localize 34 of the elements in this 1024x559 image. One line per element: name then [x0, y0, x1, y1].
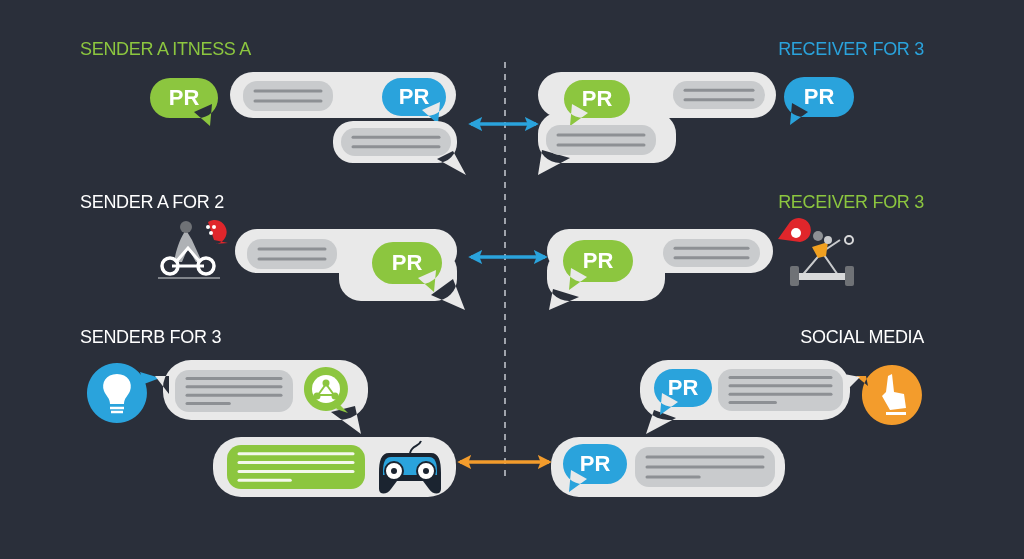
message-bubble [640, 360, 860, 434]
message-bubble [235, 229, 467, 311]
speech-bubble [372, 242, 442, 292]
speech-bubble [654, 369, 712, 415]
bubble-label: PR [578, 450, 612, 478]
message-bubble [155, 360, 369, 434]
section-heading: SOCIAL MEDIA [800, 328, 924, 346]
bubble-label: PR [802, 83, 836, 111]
message-bubble [230, 72, 456, 120]
bubble-label: PR [390, 249, 424, 277]
speech-bubble [563, 240, 633, 290]
speech-bubble [564, 80, 630, 126]
section-heading: SENDER A FOR 2 [80, 193, 224, 211]
speech-bubble [784, 77, 854, 125]
section-heading: RECEIVER FOR 3 [778, 40, 924, 58]
double-arrow [468, 117, 539, 131]
double-arrow [468, 250, 548, 264]
bubble-label: PR [666, 374, 700, 402]
section-heading: RECEIVER FOR 3 [778, 193, 924, 211]
speech-bubble [563, 444, 627, 492]
message-bubble [547, 229, 775, 311]
message-bubble [213, 437, 456, 499]
speech-bubble [382, 78, 446, 124]
message-bubble [333, 121, 467, 176]
bubble-label: PR [581, 247, 615, 275]
section-heading: SENDERB FOR 3 [80, 328, 222, 346]
message-bubble [538, 72, 778, 176]
bubble-label: PR [167, 84, 201, 112]
message-bubble [551, 437, 785, 499]
bubble-label: PR [580, 85, 614, 113]
speech-bubble [150, 78, 218, 126]
bubble-label: PR [397, 83, 431, 111]
section-heading: SENDER A ITNESS A [80, 40, 251, 58]
double-arrow [457, 455, 552, 469]
